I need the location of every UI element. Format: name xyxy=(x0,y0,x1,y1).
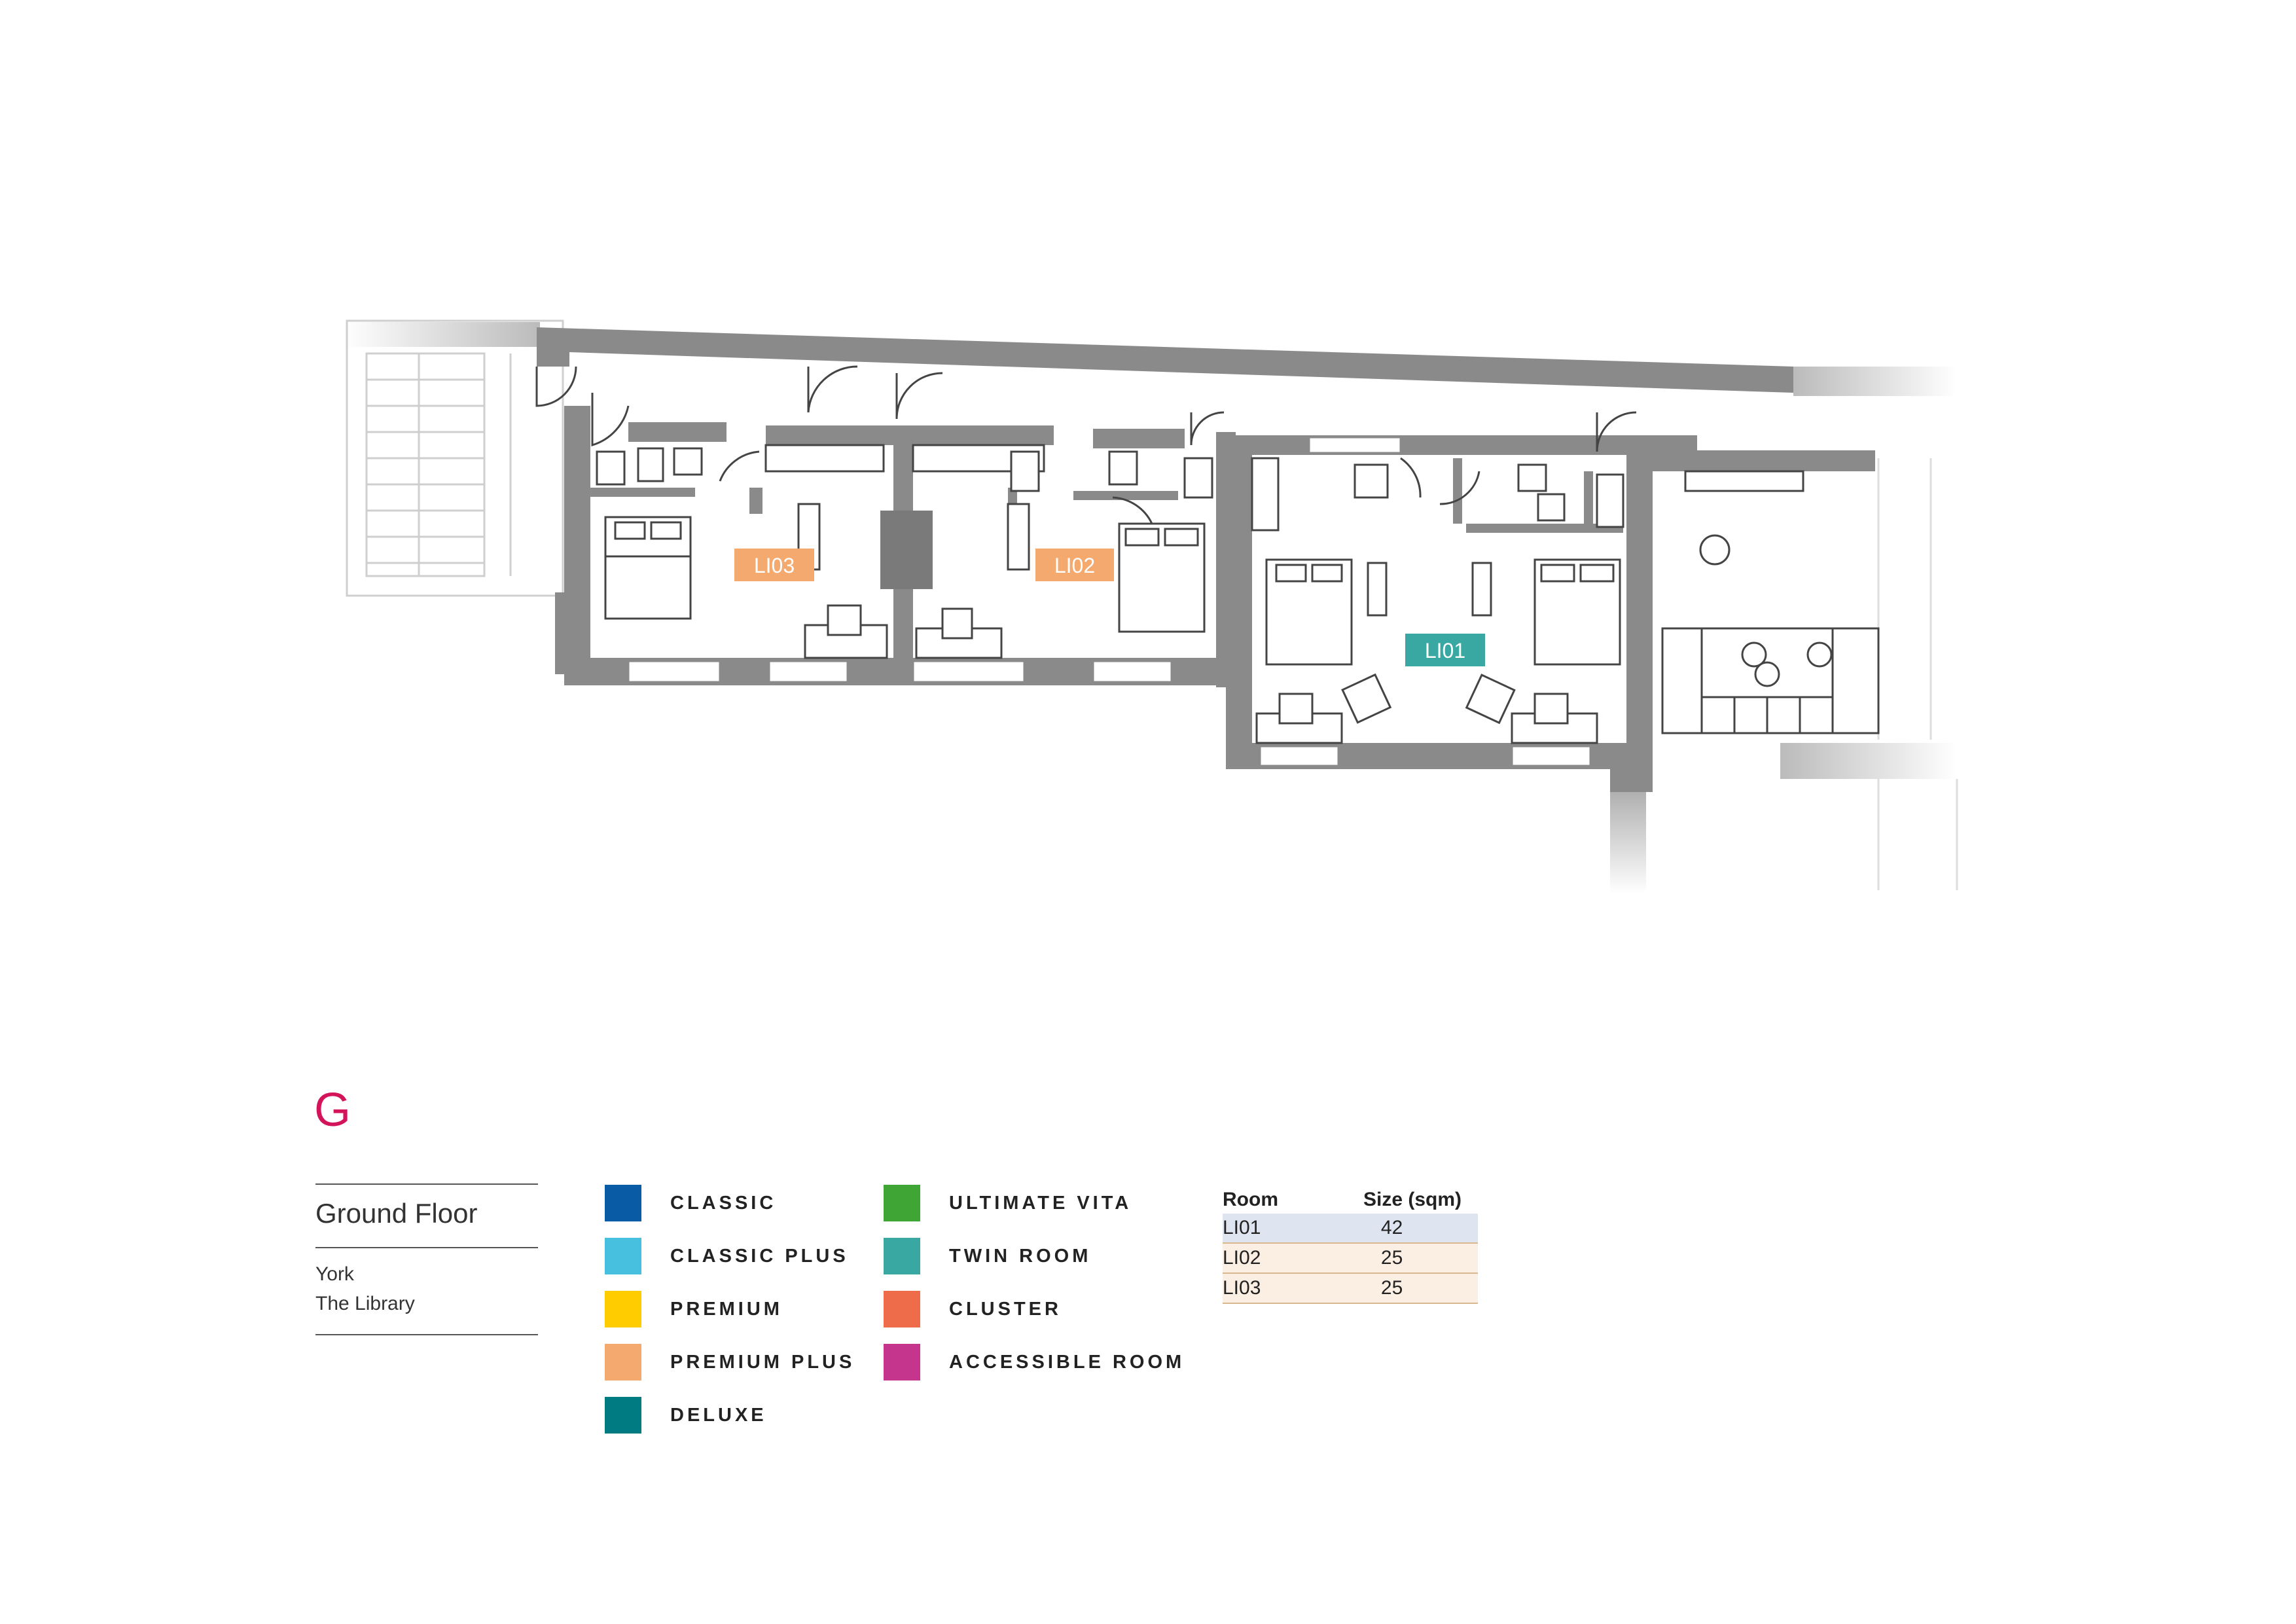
windows xyxy=(627,436,1592,767)
context-wall-top-right xyxy=(1793,367,1957,396)
context-right-lines xyxy=(1877,458,1958,890)
room-label-li03-text: LI03 xyxy=(754,554,795,577)
legend-label: DELUXE xyxy=(670,1404,767,1426)
swatch-cluster xyxy=(884,1291,920,1327)
legend-item-accessible-room: ACCESSIBLE ROOM xyxy=(884,1344,1185,1380)
room-label-li02-text: LI02 xyxy=(1054,554,1095,577)
legend-label: ACCESSIBLE ROOM xyxy=(949,1351,1185,1373)
legend-item-premium-plus: PREMIUM PLUS xyxy=(605,1344,855,1380)
legend-item-premium: PREMIUM xyxy=(605,1291,783,1327)
room-label-li01-badge xyxy=(1405,634,1485,666)
swatch-twin-room xyxy=(884,1238,920,1274)
floor-plan: LI03 LI02 LI01 xyxy=(344,319,1958,893)
legend-label: ULTIMATE VITA xyxy=(949,1192,1132,1214)
legend-label: CLASSIC xyxy=(670,1192,777,1214)
table-cell-size: 25 xyxy=(1380,1247,1403,1269)
divider-middle xyxy=(315,1247,538,1248)
table-cell-size: 25 xyxy=(1380,1277,1403,1299)
context-wall-bottom-right xyxy=(1780,743,1957,779)
swatch-premium xyxy=(605,1291,641,1327)
table-cell-size: 42 xyxy=(1380,1217,1403,1238)
floor-name: Ground Floor xyxy=(315,1198,478,1229)
lounge-furniture xyxy=(1661,470,1880,734)
legend-item-twin-room: TWIN ROOM xyxy=(884,1238,1091,1274)
legend-item-classic: CLASSIC xyxy=(605,1185,776,1221)
room-label-li02[interactable]: LI02 xyxy=(1035,549,1114,581)
staircase xyxy=(346,319,564,597)
swatch-deluxe xyxy=(605,1397,641,1434)
floor-letter: G xyxy=(314,1084,351,1136)
divider-top xyxy=(315,1183,538,1185)
legend-label: PREMIUM xyxy=(670,1298,783,1320)
building-name: The Library xyxy=(315,1293,415,1314)
table-cell-room: LI01 xyxy=(1223,1217,1261,1238)
divider-bottom xyxy=(315,1334,538,1335)
legend-item-deluxe: DELUXE xyxy=(605,1397,767,1434)
city-name: York xyxy=(315,1263,354,1285)
swatch-accessible-room xyxy=(884,1344,920,1380)
table-header-size: Size (sqm) xyxy=(1363,1189,1462,1210)
desks-chairs xyxy=(797,463,1598,744)
table-header-row: Room Size (sqm) xyxy=(1223,1178,1478,1214)
table-row: LI03 25 xyxy=(1223,1274,1478,1304)
table-row: LI02 25 xyxy=(1223,1244,1478,1274)
table-row: LI01 42 xyxy=(1223,1214,1478,1244)
doors xyxy=(535,365,1637,524)
legend-item-cluster: CLUSTER xyxy=(884,1291,1062,1327)
table-cell-room: LI02 xyxy=(1223,1247,1261,1269)
swatch-ultimate-vita xyxy=(884,1185,920,1221)
legend-label: CLASSIC PLUS xyxy=(670,1245,849,1267)
legend-label: PREMIUM PLUS xyxy=(670,1351,855,1373)
table-header-room: Room xyxy=(1223,1189,1278,1210)
swatch-premium-plus xyxy=(605,1344,641,1380)
room-label-li03[interactable]: LI03 xyxy=(734,549,814,581)
swatch-classic-plus xyxy=(605,1238,641,1274)
fixtures xyxy=(596,444,1624,532)
room-label-li01[interactable]: LI01 xyxy=(1405,634,1485,666)
swatch-classic xyxy=(605,1185,641,1221)
room-label-li03-badge xyxy=(734,549,814,581)
beds xyxy=(604,516,1621,666)
legend-block: G Ground Floor York The Library CLASSIC … xyxy=(0,1047,2296,1506)
room-label-li01-text: LI01 xyxy=(1425,639,1465,662)
legend-item-ultimate-vita: ULTIMATE VITA xyxy=(884,1185,1132,1221)
legend-label: TWIN ROOM xyxy=(949,1245,1092,1267)
table-cell-room: LI03 xyxy=(1223,1277,1261,1299)
legend-label: CLUSTER xyxy=(949,1298,1062,1320)
legend-item-classic-plus: CLASSIC PLUS xyxy=(605,1238,849,1274)
context-wall-top-left xyxy=(344,322,540,347)
room-size-table: Room Size (sqm) LI01 42 LI02 25 LI03 25 xyxy=(1223,1178,1478,1304)
room-label-li02-badge xyxy=(1035,549,1114,581)
